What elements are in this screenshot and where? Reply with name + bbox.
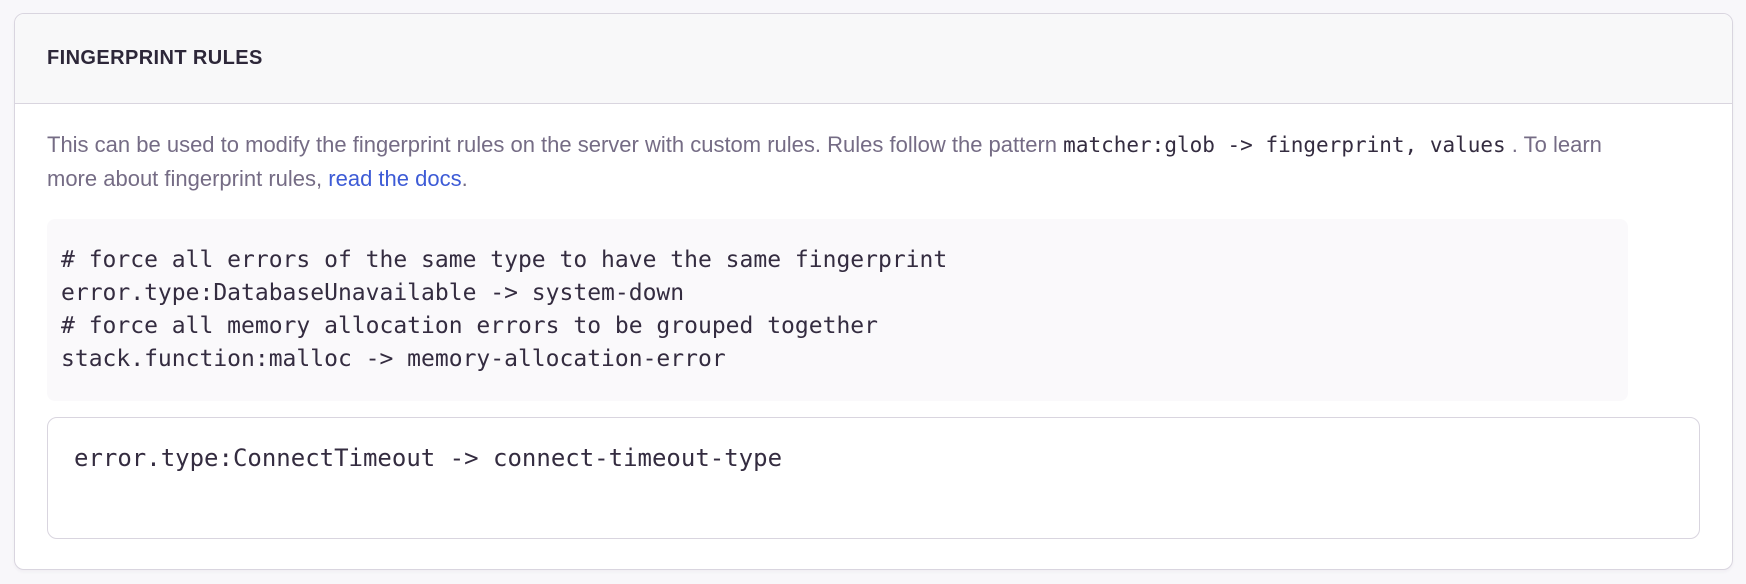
panel-header: FINGERPRINT RULES [15, 14, 1732, 104]
description-segment-end: . [461, 166, 468, 191]
description-segment-before: This can be used to modify the fingerpri… [47, 132, 1064, 157]
panel-title: FINGERPRINT RULES [47, 47, 263, 69]
fingerprint-rules-input[interactable]: error.type:ConnectTimeout -> connect-tim… [47, 417, 1700, 539]
example-code-block: # force all errors of the same type to h… [47, 219, 1628, 401]
description-text: This can be used to modify the fingerpri… [47, 128, 1607, 195]
panel-body: This can be used to modify the fingerpri… [15, 104, 1732, 571]
fingerprint-rules-panel: FINGERPRINT RULES This can be used to mo… [14, 13, 1733, 570]
description-segment-after: . To learn more about fingerprint rules, [47, 132, 1602, 191]
read-the-docs-link[interactable]: read the docs [328, 166, 462, 191]
pattern-inline-code: matcher:glob -> fingerprint, values [1063, 133, 1506, 157]
